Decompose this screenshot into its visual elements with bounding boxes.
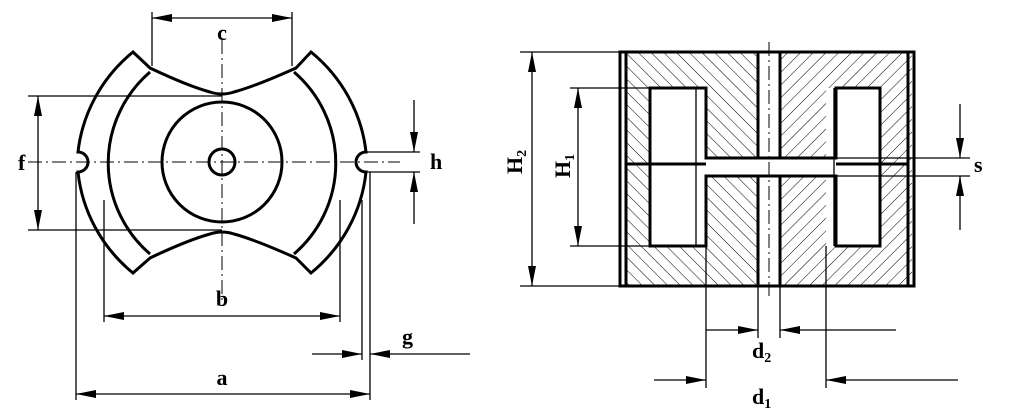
d1-arrow-right — [826, 376, 846, 384]
s-arrow-top — [956, 138, 964, 158]
cavity-left-gap — [696, 88, 706, 246]
s-arrow-bottom — [956, 176, 964, 196]
center-hole-circle — [207, 147, 237, 177]
a-arrow-left — [76, 390, 96, 398]
outer-outline — [618, 50, 916, 288]
dim-label-f: f — [18, 150, 26, 175]
d2-arrow-right — [780, 326, 800, 334]
h-arrow-top — [410, 132, 418, 152]
b-arrow-left — [104, 312, 124, 320]
dim-label-h: h — [430, 149, 442, 174]
H1-arrow-bottom — [574, 226, 582, 246]
f-arrow-bottom — [34, 210, 42, 230]
b-arrow-right — [320, 312, 340, 320]
d2-arrow-left — [738, 326, 758, 334]
d1-arrow-left — [686, 376, 706, 384]
core-top-view: c f h b a g — [18, 12, 470, 400]
air-gap — [706, 158, 836, 176]
hatched-core-section — [626, 52, 758, 286]
hatched-core-section-right — [780, 52, 912, 286]
outer-contour — [76, 49, 368, 276]
dim-label-a: a — [217, 365, 228, 390]
g-arrow-left — [342, 350, 362, 358]
dim-label-g: g — [402, 324, 413, 349]
dim-label-d1: d1 — [752, 384, 771, 412]
c-arrow-left — [152, 14, 172, 22]
dim-label-c: c — [217, 20, 227, 45]
H2-arrow-top — [528, 52, 536, 72]
inner-ring-right-arc — [293, 70, 338, 256]
inner-ring-left-arc — [106, 70, 151, 256]
cavity-right-gap — [826, 88, 834, 246]
dim-label-H2: H2 — [502, 150, 530, 174]
f-arrow-top — [34, 96, 42, 116]
H1-arrow-top — [574, 88, 582, 108]
dim-label-H1: H1 — [550, 154, 578, 178]
dim-label-b: b — [216, 286, 228, 311]
center-post-circle — [160, 100, 284, 224]
dim-label-s: s — [974, 152, 983, 177]
H2-arrow-bottom — [528, 266, 536, 286]
h-arrow-bottom — [410, 172, 418, 192]
dim-label-d2: d2 — [752, 338, 771, 366]
g-arrow-right — [370, 350, 390, 358]
core-section-view: H2 H1 s d2 d1 — [502, 42, 983, 412]
a-arrow-right — [350, 390, 370, 398]
c-arrow-right — [272, 14, 292, 22]
